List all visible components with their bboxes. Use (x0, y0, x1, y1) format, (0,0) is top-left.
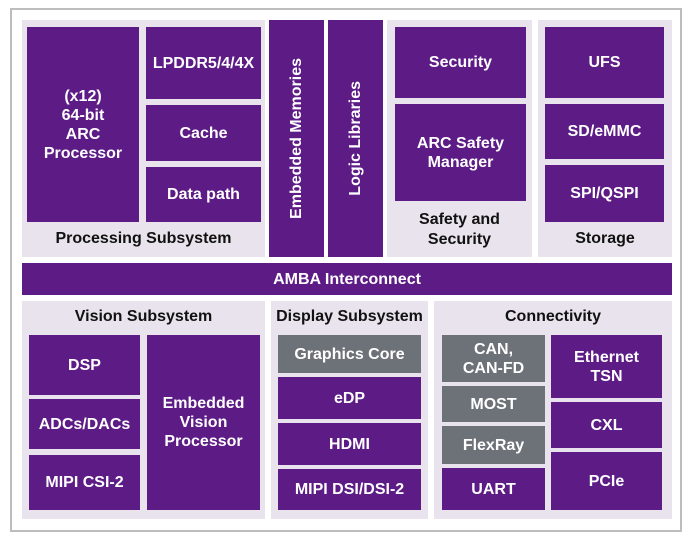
amba-interconnect-label: AMBA Interconnect (273, 270, 421, 288)
cxl-block: CXL (551, 402, 662, 448)
can-block: CAN, CAN-FD (442, 335, 545, 382)
edp-block: eDP (278, 377, 421, 419)
mipi-csi2-label: MIPI CSI-2 (45, 474, 124, 491)
graphics-core-label: Graphics Core (294, 345, 405, 363)
flexray-label: FlexRay (462, 436, 525, 454)
arc-safety-manager-label: ARC Safety Manager (416, 134, 505, 171)
datapath-label: Data path (167, 186, 240, 203)
lpddr-label: LPDDR5/4/4X (152, 54, 255, 72)
connectivity-title: Connectivity (504, 308, 601, 325)
sd-emmc-block: SD/eMMC (545, 104, 664, 159)
cache-label: Cache (179, 124, 228, 142)
processing-subsystem-title: Processing Subsystem (55, 230, 232, 247)
ufs-block: UFS (545, 27, 664, 98)
flexray-block: FlexRay (442, 426, 545, 464)
most-block: MOST (442, 386, 545, 422)
spi-qspi-label: SPI/QSPI (570, 185, 639, 202)
dsp-block: DSP (29, 335, 140, 395)
mipi-dsi-block: MIPI DSI/DSI-2 (278, 469, 421, 510)
arc-processor-label: (x12) 64-bit ARC Processor (43, 87, 123, 162)
spi-qspi-block: SPI/QSPI (545, 165, 664, 222)
embedded-vision-processor-label: Embedded Vision Processor (162, 395, 245, 450)
hdmi-label: HDMI (329, 435, 370, 453)
most-label: MOST (470, 395, 517, 413)
ethernet-tsn-block: Ethernet TSN (551, 335, 662, 398)
vision-subsystem-title: Vision Subsystem (74, 308, 213, 325)
display-subsystem-title: Display Subsystem (276, 308, 423, 325)
sd-emmc-label: SD/eMMC (567, 123, 642, 140)
ethernet-tsn-label: Ethernet TSN (574, 348, 639, 385)
hdmi-block: HDMI (278, 423, 421, 465)
uart-block: UART (442, 468, 545, 510)
mipi-csi2-block: MIPI CSI-2 (29, 455, 140, 510)
edp-label: eDP (333, 389, 366, 407)
embedded-memories-label: Embedded Memories (288, 58, 305, 219)
mipi-dsi-label: MIPI DSI/DSI-2 (294, 481, 405, 498)
datapath-block: Data path (146, 167, 261, 222)
amba-interconnect-bar: AMBA Interconnect (22, 263, 672, 295)
adcs-dacs-block: ADCs/DACs (29, 399, 140, 449)
lpddr-block: LPDDR5/4/4X (146, 27, 261, 99)
adcs-dacs-label: ADCs/DACs (38, 415, 131, 433)
storage-title: Storage (575, 230, 635, 247)
dsp-label: DSP (68, 356, 101, 374)
can-label: CAN, CAN-FD (462, 340, 525, 377)
arc-safety-manager-block: ARC Safety Manager (395, 104, 526, 201)
embedded-vision-processor-block: Embedded Vision Processor (147, 335, 260, 510)
logic-libraries-label: Logic Libraries (347, 81, 364, 196)
arc-processor-block: (x12) 64-bit ARC Processor (27, 27, 139, 222)
graphics-core-block: Graphics Core (278, 335, 421, 373)
ufs-label: UFS (588, 54, 621, 71)
embedded-memories-block: Embedded Memories (269, 20, 324, 257)
cache-block: Cache (146, 105, 261, 161)
uart-label: UART (471, 480, 516, 498)
cxl-label: CXL (590, 416, 623, 434)
security-block: Security (395, 27, 526, 98)
pcie-block: PCIe (551, 452, 662, 510)
safety-security-title: Safety and Security (419, 211, 500, 248)
logic-libraries-block: Logic Libraries (328, 20, 383, 257)
pcie-label: PCIe (588, 472, 625, 490)
security-label: Security (428, 54, 493, 71)
